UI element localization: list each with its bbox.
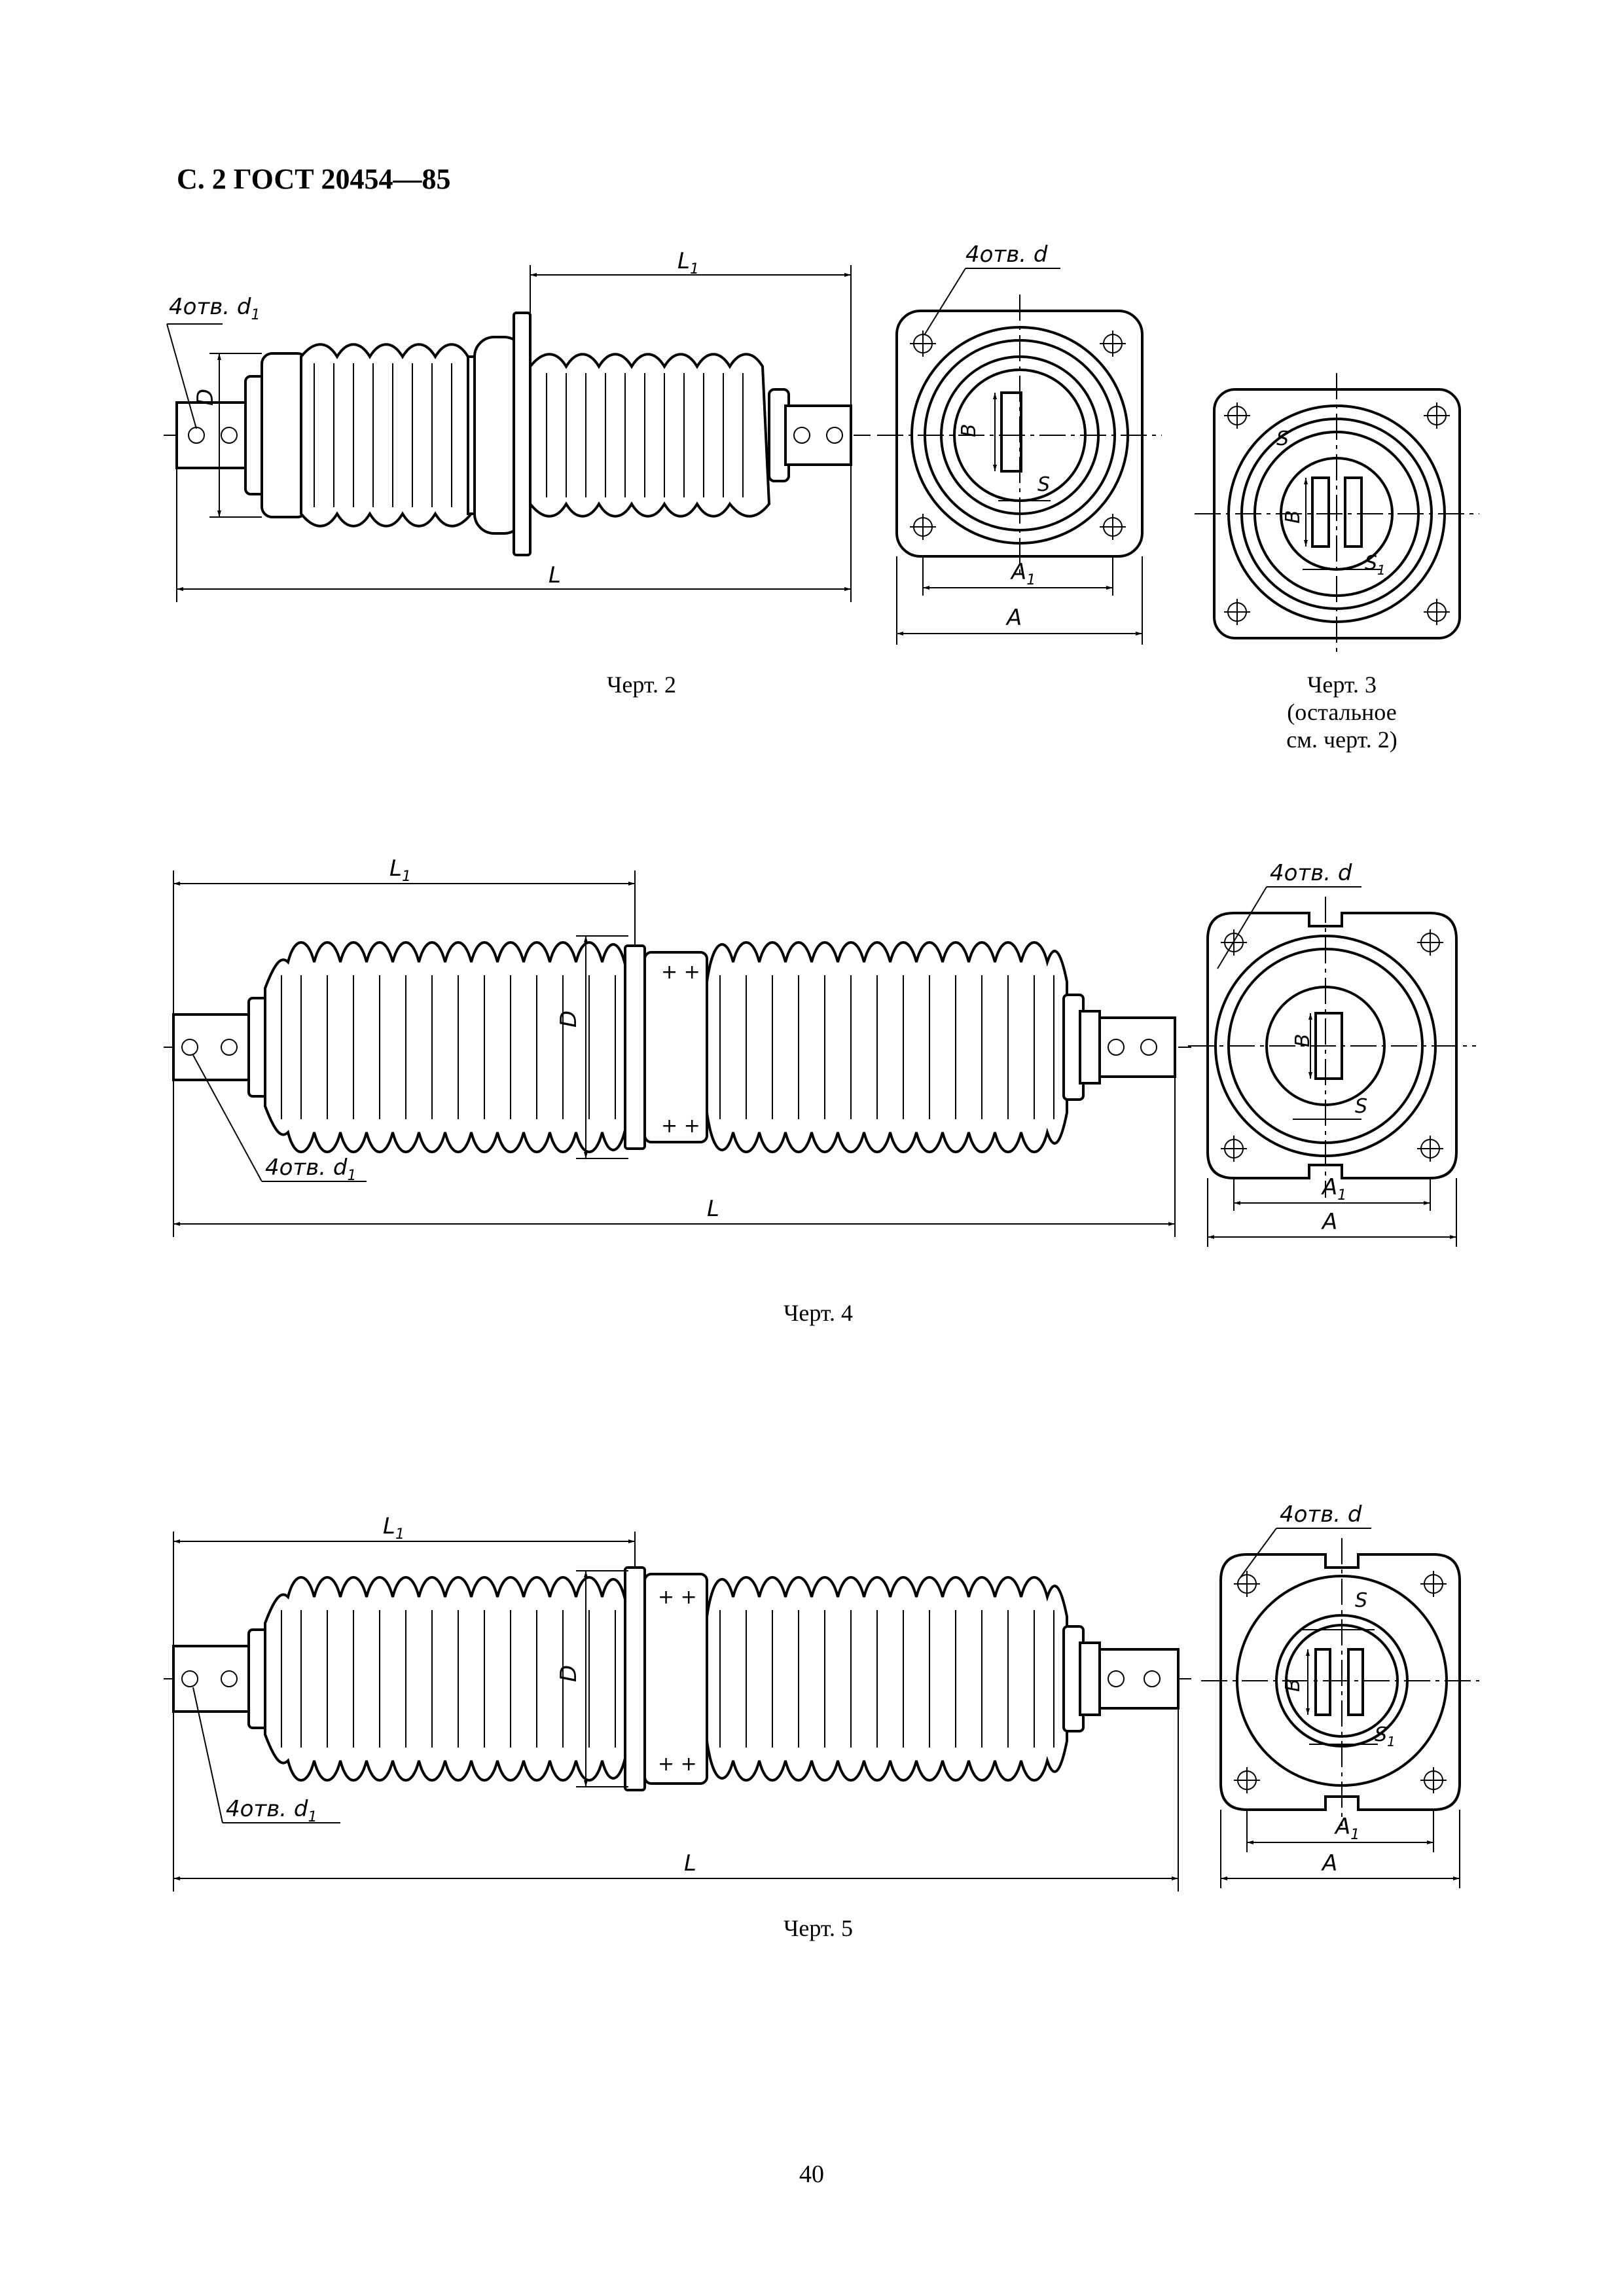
- fig3-caption-line2: (остальное: [1287, 699, 1397, 725]
- fig2-dim-A1: A1: [1010, 559, 1036, 588]
- fig5-dim-L1: L1: [383, 1513, 405, 1543]
- fig4-side-view: + + + + L1 L D 4отв. d1: [164, 855, 1191, 1237]
- fig5-dim-A: A: [1321, 1850, 1337, 1876]
- fig3-dim-B: B: [1282, 510, 1305, 524]
- fig2-caption: Черт. 2: [607, 672, 676, 698]
- fig4-dim-D: D: [556, 1011, 582, 1028]
- fig3-caption-line3: см. черт. 2): [1286, 726, 1397, 753]
- fig5-dim-A1: A1: [1334, 1814, 1360, 1843]
- fig2-dim-D: D: [192, 389, 219, 406]
- fig2-dim-A: A: [1005, 605, 1022, 631]
- fig2-holes-d1: 4отв. d1: [169, 294, 260, 323]
- fig5-holes-d1: 4отв. d1: [226, 1796, 317, 1825]
- svg-text:+ +: + +: [661, 961, 700, 984]
- fig5-dim-L: L: [684, 1850, 696, 1876]
- svg-text:+ +: + +: [658, 1586, 697, 1609]
- fig4-end-view: B S A1 A 4отв. d: [1188, 860, 1476, 1247]
- fig4-holes-d: 4отв. d: [1270, 860, 1352, 886]
- svg-text:+ +: + +: [658, 1753, 697, 1776]
- fig5-dim-S: S: [1355, 1589, 1367, 1612]
- fig2-side-view: L1 L D 4отв. d1: [164, 248, 871, 602]
- page-header: С. 2 ГОСТ 20454—85: [177, 163, 451, 195]
- fig5-dim-S1: S1: [1375, 1723, 1396, 1749]
- fig4-holes-d1: 4отв. d1: [265, 1155, 356, 1184]
- fig4-dim-L1: L1: [389, 855, 411, 885]
- fig5-end-view: S B S1 A1 A 4отв. d: [1201, 1501, 1479, 1888]
- fig5-side-view: + + + + L1 L D 4отв. d1: [164, 1513, 1191, 1892]
- fig5-dim-B: B: [1282, 1678, 1305, 1692]
- svg-text:+ +: + +: [661, 1115, 700, 1138]
- fig3-caption: Черт. 3 (остальное см. черт. 2): [1244, 671, 1440, 753]
- fig5-dim-D: D: [556, 1665, 582, 1682]
- fig4-dim-A1: A1: [1321, 1174, 1346, 1204]
- page-number: 40: [799, 2161, 824, 2188]
- fig5-holes-d: 4отв. d: [1280, 1501, 1362, 1528]
- fig4-dim-S: S: [1355, 1095, 1367, 1118]
- fig4-dim-A: A: [1321, 1209, 1337, 1235]
- fig2-end-view: B S A1 A 4отв. d: [877, 242, 1162, 645]
- fig3-dim-S: S: [1276, 427, 1289, 450]
- fig4-caption: Черт. 4: [784, 1300, 853, 1326]
- fig2-dim-B: B: [958, 423, 981, 437]
- fig2-holes-d: 4отв. d: [965, 242, 1048, 268]
- fig3-caption-line1: Черт. 3: [1307, 672, 1377, 698]
- fig2-dim-S: S: [1037, 473, 1050, 496]
- fig2-dim-L: L: [549, 562, 561, 588]
- fig4-dim-L: L: [707, 1196, 719, 1222]
- fig3-dim-S1: S1: [1365, 552, 1386, 578]
- fig2-dim-L1: L1: [677, 248, 699, 278]
- fig3-end-view: S B S1: [1195, 373, 1479, 655]
- fig5-caption: Черт. 5: [784, 1915, 853, 1941]
